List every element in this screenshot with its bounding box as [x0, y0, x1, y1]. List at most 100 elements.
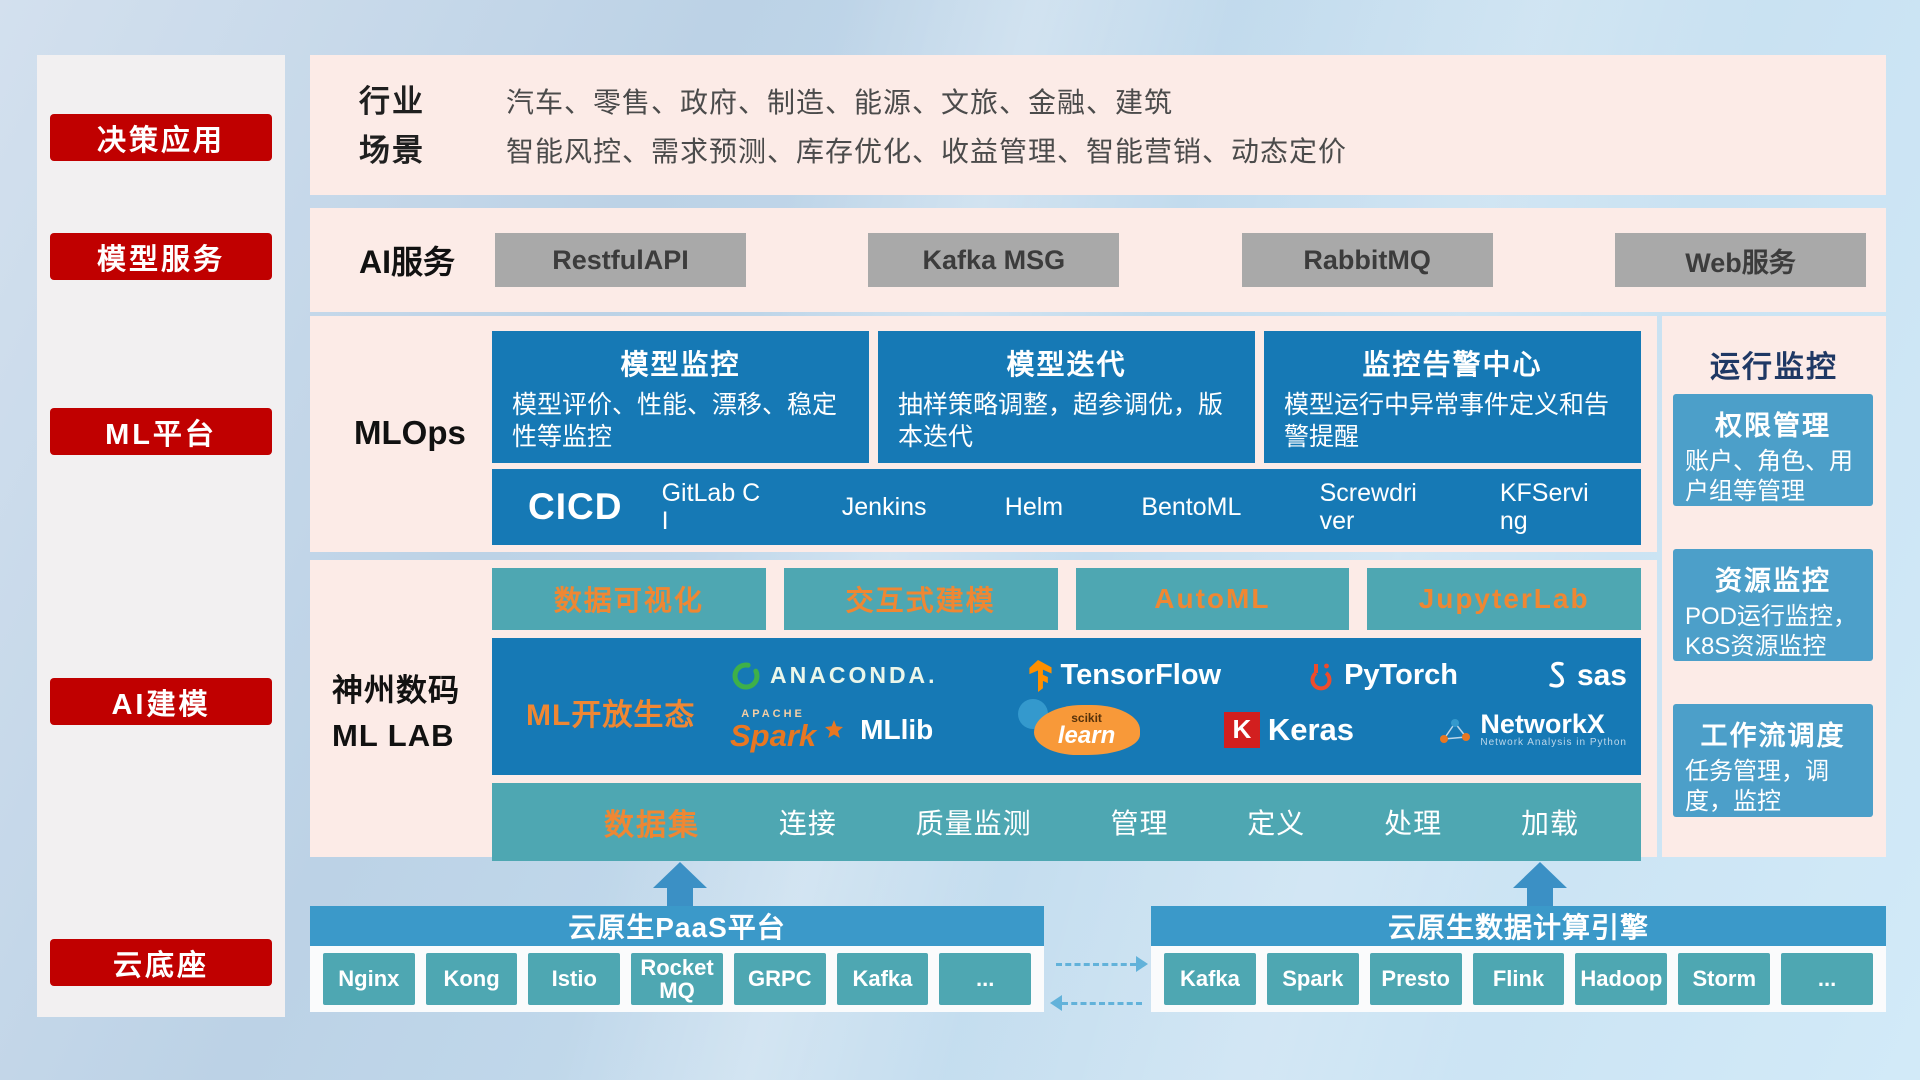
- kafka-msg-button[interactable]: Kafka MSG: [868, 233, 1120, 287]
- industry-label: 行业: [359, 84, 425, 119]
- networkx-wordmark: NetworkX: [1480, 709, 1605, 740]
- hadoop-chip[interactable]: Hadoop: [1575, 953, 1668, 1005]
- permission-management-title: 权限管理: [1715, 411, 1831, 441]
- runtime-monitor-panel: 运行监控 权限管理 账户、角色、用户组等管理 资源监控 POD运行监控，K8S资…: [1662, 316, 1886, 857]
- pytorch-wordmark: PyTorch: [1344, 659, 1458, 691]
- ml-lab-panel: 神州数码 ML LAB 数据可视化 交互式建模 AutoML JupyterLa…: [310, 560, 1657, 861]
- networkx-logo: NetworkX Network Analysis in Python: [1438, 710, 1627, 749]
- ai-service-panel: AI服务 RestfulAPI Kafka MSG RabbitMQ Web服务: [310, 208, 1886, 312]
- scikit-text: scikit: [1071, 710, 1102, 725]
- sidebar-item-ai-modeling: AI建模: [50, 678, 272, 725]
- dataflow-arrow-left: [1062, 1002, 1142, 1005]
- permission-management-desc: 账户、角色、用户组等管理: [1685, 448, 1853, 505]
- data-visualization-button[interactable]: 数据可视化: [492, 568, 766, 630]
- model-iteration-desc: 抽样策略调整，超参调优，版本迭代: [898, 391, 1224, 451]
- jupyterlab-button[interactable]: JupyterLab: [1367, 568, 1641, 630]
- keras-logo: K Keras: [1223, 711, 1355, 748]
- networkx-wordmark-stack: NetworkX Network Analysis in Python: [1480, 710, 1627, 749]
- keras-icon: K: [1223, 711, 1260, 748]
- spark-wordmark: Spark: [730, 717, 817, 753]
- resource-monitor-desc: POD运行监控，K8S资源监控: [1685, 603, 1858, 660]
- cicd-tool-kfserving: KFServing: [1499, 479, 1589, 535]
- resource-monitor-card: 资源监控 POD运行监控，K8S资源监控: [1673, 549, 1873, 661]
- networkx-icon: [1440, 718, 1471, 743]
- cicd-tool-jenkins: Jenkins: [841, 493, 927, 521]
- paas-platform-components: Nginx Kong Istio RocketMQ GRPC Kafka ...: [310, 946, 1044, 1012]
- tensorflow-wordmark: TensorFlow: [1060, 659, 1222, 691]
- spark-star-icon: [825, 719, 844, 738]
- model-monitoring-card: 模型监控 模型评价、性能、漂移、稳定性等监控: [492, 331, 869, 463]
- lab-feature-buttons: 数据可视化 交互式建模 AutoML JupyterLab: [492, 568, 1641, 630]
- spark-wordmark-stack: APACHE Spark: [730, 707, 817, 753]
- interactive-modeling-button[interactable]: 交互式建模: [783, 568, 1058, 630]
- grpc-chip[interactable]: GRPC: [733, 953, 826, 1005]
- workflow-scheduler-card: 工作流调度 任务管理，调度，监控: [1673, 704, 1873, 817]
- kafka-chip[interactable]: Kafka: [836, 953, 929, 1005]
- keras-wordmark: Keras: [1267, 711, 1355, 747]
- model-iteration-title: 模型迭代: [1006, 349, 1127, 380]
- sidebar-item-cloud-base: 云底座: [50, 939, 272, 986]
- runtime-monitor-title: 运行监控: [1710, 351, 1838, 384]
- pytorch-logo: PyTorch: [1306, 659, 1458, 693]
- anaconda-icon: [732, 662, 760, 689]
- dataset-label: 数据集: [604, 809, 700, 842]
- flink-chip[interactable]: Flink: [1472, 953, 1565, 1005]
- more-chip-left[interactable]: ...: [939, 953, 1032, 1005]
- kong-chip[interactable]: Kong: [425, 953, 518, 1005]
- dataset-connect: 连接: [778, 808, 837, 839]
- model-monitoring-desc: 模型评价、性能、漂移、稳定性等监控: [512, 391, 838, 451]
- model-iteration-card: 模型迭代 抽样策略调整，超参调优，版本迭代: [878, 331, 1255, 463]
- sas-icon: [1549, 661, 1565, 688]
- cicd-tool-bentoml: BentoML: [1141, 493, 1242, 521]
- sidebar-item-model-service: 模型服务: [50, 233, 272, 280]
- scene-label: 场景: [359, 133, 425, 168]
- sas-wordmark: sas: [1576, 658, 1627, 692]
- logo-row-bottom: APACHE Spark MLlib scikit learn: [730, 698, 1627, 755]
- dataset-define: 定义: [1247, 808, 1306, 839]
- sidebar-item-ml-platform: ML平台: [50, 408, 272, 455]
- ai-service-buttons: RestfulAPI Kafka MSG RabbitMQ Web服务: [495, 233, 1866, 287]
- industry-row: 行业 汽车、零售、政府、制造、能源、文旅、金融、建筑: [310, 76, 1886, 125]
- industry-scene-panel: 行业 汽车、零售、政府、制造、能源、文旅、金融、建筑 场景 智能风控、需求预测、…: [310, 55, 1886, 195]
- anaconda-wordmark: ANACONDA.: [770, 662, 938, 688]
- mlops-panel: MLOps 模型监控 模型评价、性能、漂移、稳定性等监控 模型迭代 抽样策略调整…: [310, 316, 1657, 552]
- storm-chip[interactable]: Storm: [1678, 953, 1771, 1005]
- apache-spark-mllib-logo: APACHE Spark MLlib: [730, 707, 934, 753]
- scikit-learn-blob: scikit learn: [1033, 704, 1140, 755]
- left-sidebar-panel: [37, 55, 285, 1017]
- rocketmq-chip[interactable]: RocketMQ: [631, 953, 723, 1005]
- data-engine-components: Kafka Spark Presto Flink Hadoop Storm ..…: [1151, 946, 1886, 1012]
- rabbitmq-button[interactable]: RabbitMQ: [1241, 233, 1493, 287]
- logo-row-top: ANACONDA. TensorFlow: [730, 659, 1627, 693]
- dataflow-arrow-right-head: [1136, 956, 1148, 972]
- web-service-button[interactable]: Web服务: [1614, 233, 1866, 287]
- anaconda-logo: ANACONDA.: [730, 660, 938, 692]
- data-engine-up-arrow-stem: [1527, 887, 1553, 906]
- dataflow-arrow-right: [1056, 963, 1136, 966]
- mllib-wordmark: MLlib: [860, 713, 934, 745]
- presto-chip[interactable]: Presto: [1369, 953, 1462, 1005]
- spark-chip[interactable]: Spark: [1266, 953, 1359, 1005]
- cicd-label: CICD: [528, 486, 623, 527]
- scene-list: 智能风控、需求预测、库存优化、收益管理、智能营销、动态定价: [506, 136, 1348, 167]
- dataflow-arrow-left-head: [1050, 995, 1062, 1011]
- pytorch-icon: [1310, 663, 1332, 690]
- resource-monitor-title: 资源监控: [1715, 566, 1831, 596]
- istio-chip[interactable]: Istio: [528, 953, 621, 1005]
- sas-logo: sas: [1543, 659, 1627, 693]
- nginx-chip[interactable]: Nginx: [323, 953, 415, 1005]
- learn-text: learn: [1057, 721, 1116, 749]
- dataset-load: 加载: [1520, 808, 1579, 839]
- ai-service-label: AI服务: [359, 244, 456, 280]
- industry-list: 汽车、零售、政府、制造、能源、文旅、金融、建筑: [506, 87, 1174, 118]
- scikit-learn-logo: scikit learn: [1017, 698, 1140, 755]
- automl-button[interactable]: AutoML: [1075, 568, 1350, 630]
- ml-ecosystem-band: ML开放生态 ANACONDA. TensorFlow: [492, 638, 1641, 775]
- restfulapi-button[interactable]: RestfulAPI: [495, 233, 746, 287]
- cicd-bar: CICD GitLab CI Jenkins Helm BentoML Scre…: [492, 469, 1641, 545]
- more-chip-right[interactable]: ...: [1781, 953, 1874, 1005]
- ml-ecosystem-label: ML开放生态: [526, 699, 696, 732]
- kafka-engine-chip[interactable]: Kafka: [1164, 953, 1256, 1005]
- apache-label: APACHE: [741, 707, 805, 720]
